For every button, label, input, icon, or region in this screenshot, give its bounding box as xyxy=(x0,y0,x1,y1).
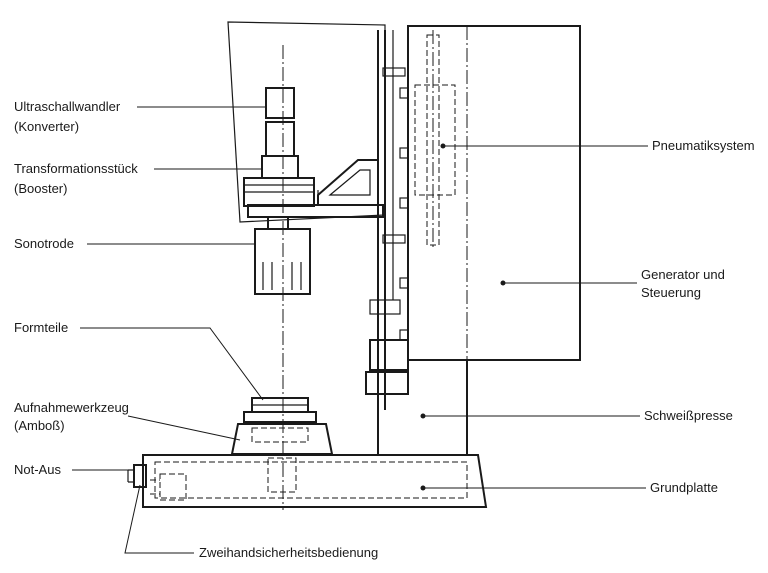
column-block-upper xyxy=(369,339,409,371)
generator-cabinet xyxy=(407,25,581,361)
leader-lines xyxy=(72,106,648,554)
sonotrode-stem xyxy=(267,216,289,230)
base-plate xyxy=(142,454,488,508)
label-booster-line2: (Booster) xyxy=(14,181,67,196)
label-formteile: Formteile xyxy=(14,320,68,335)
gusset-inner xyxy=(328,169,371,196)
column-slider xyxy=(369,299,401,315)
machine-drawing xyxy=(127,21,581,510)
column-block-lower xyxy=(365,371,409,395)
head-carriage xyxy=(247,204,384,218)
label-schweisspresse: Schweißpresse xyxy=(644,408,733,423)
target-dots xyxy=(420,143,506,491)
label-converter-line1: Ultraschallwandler xyxy=(14,99,121,114)
emergency-stop xyxy=(133,464,147,488)
sonotrode-slots xyxy=(262,262,302,290)
anvil-block xyxy=(243,411,317,423)
label-zweihand: Zweihandsicherheitsbedienung xyxy=(199,545,378,560)
pneumatic-cylinder xyxy=(414,84,456,196)
head-gusset xyxy=(317,159,379,206)
base-plate-inner xyxy=(154,461,468,499)
label-generator-line1: Generator und xyxy=(641,267,725,282)
column-clamps xyxy=(382,67,409,341)
two-hand-box xyxy=(159,473,187,501)
two-hand-detail xyxy=(150,479,160,495)
base-anvil-mount xyxy=(267,457,297,493)
booster-neck xyxy=(261,155,299,179)
label-grundplatte: Grundplatte xyxy=(650,480,718,495)
label-not-aus: Not-Aus xyxy=(14,462,61,477)
converter-body xyxy=(265,121,295,157)
label-anvil-line1: Aufnahmewerkzeug xyxy=(14,400,129,415)
label-anvil-line2: (Amboß) xyxy=(14,418,65,433)
converter-top xyxy=(265,87,295,119)
label-generator-line2: Steuerung xyxy=(641,285,701,300)
label-booster-line1: Transformationsstück xyxy=(14,161,138,176)
label-converter-line2: (Konverter) xyxy=(14,119,79,134)
label-sonotrode: Sonotrode xyxy=(14,236,74,251)
label-pneumatik: Pneumatiksystem xyxy=(652,138,755,153)
anvil-inner xyxy=(251,427,309,443)
